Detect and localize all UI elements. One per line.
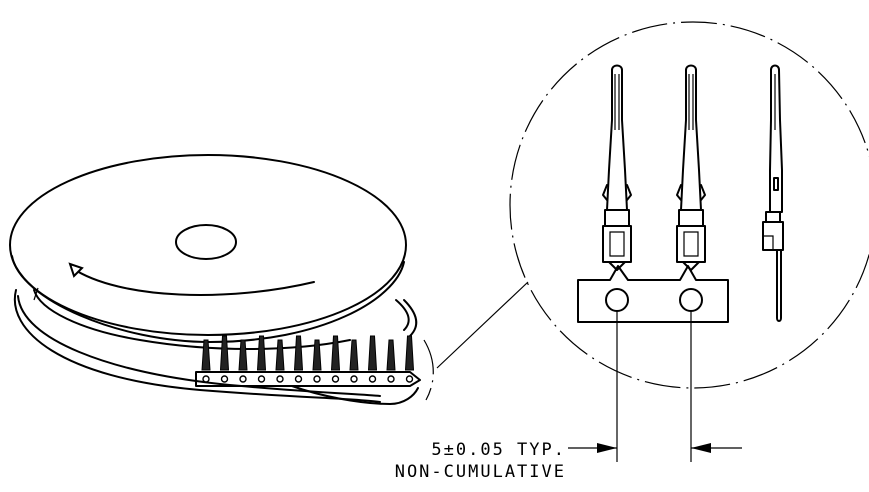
detail-carrier-strip xyxy=(577,265,729,323)
detail-view xyxy=(509,21,869,462)
detail-terminal-2 xyxy=(676,64,706,271)
dimension-arrow-left-icon xyxy=(597,443,617,453)
carrier-strip-tail xyxy=(291,385,419,405)
reel-hub-side xyxy=(33,289,351,350)
dimension-arrow-right-icon xyxy=(691,443,711,453)
dimension-note-label: NON-CUMULATIVE xyxy=(395,462,566,482)
reel-terminals xyxy=(201,335,415,383)
reel-terminal xyxy=(238,339,248,383)
carrier-strip xyxy=(195,371,421,387)
carrier-pilot-hole-2 xyxy=(679,288,703,312)
detail-terminal-side-view xyxy=(762,64,784,322)
reel-center-hole xyxy=(175,224,237,260)
detail-callout-small-circle xyxy=(423,339,434,401)
reel-terminal xyxy=(330,335,341,383)
reel-terminal xyxy=(404,335,415,383)
reel-terminal xyxy=(219,335,230,383)
reel-top-flange xyxy=(9,154,407,336)
reel-bottom-flange-rim xyxy=(17,295,381,397)
reel-top-flange-edge xyxy=(11,255,405,343)
reel-terminal xyxy=(293,335,304,383)
detail-terminal-1 xyxy=(602,64,632,271)
detail-leader-line xyxy=(436,281,529,369)
reel-terminal xyxy=(386,339,396,383)
reel-terminal xyxy=(349,339,359,383)
pitch-dimension: 5±0.05 TYP. NON-CUMULATIVE xyxy=(395,440,742,482)
reel-terminal xyxy=(275,339,285,383)
carrier-pilot-hole-1 xyxy=(605,288,629,312)
dimension-pitch-label: 5±0.05 TYP. xyxy=(431,440,566,460)
reel-bottom-flange-right xyxy=(395,299,410,331)
reel-terminal xyxy=(312,339,322,383)
winding-direction-arc xyxy=(71,267,315,296)
winding-direction-arrowhead-icon xyxy=(68,262,84,278)
reel-terminal xyxy=(201,339,211,383)
reel xyxy=(9,154,434,405)
reel-bottom-flange-right-edge xyxy=(403,299,418,337)
reel-terminal xyxy=(367,335,378,383)
detail-view-circle xyxy=(509,21,869,389)
reel-terminal xyxy=(256,335,267,383)
